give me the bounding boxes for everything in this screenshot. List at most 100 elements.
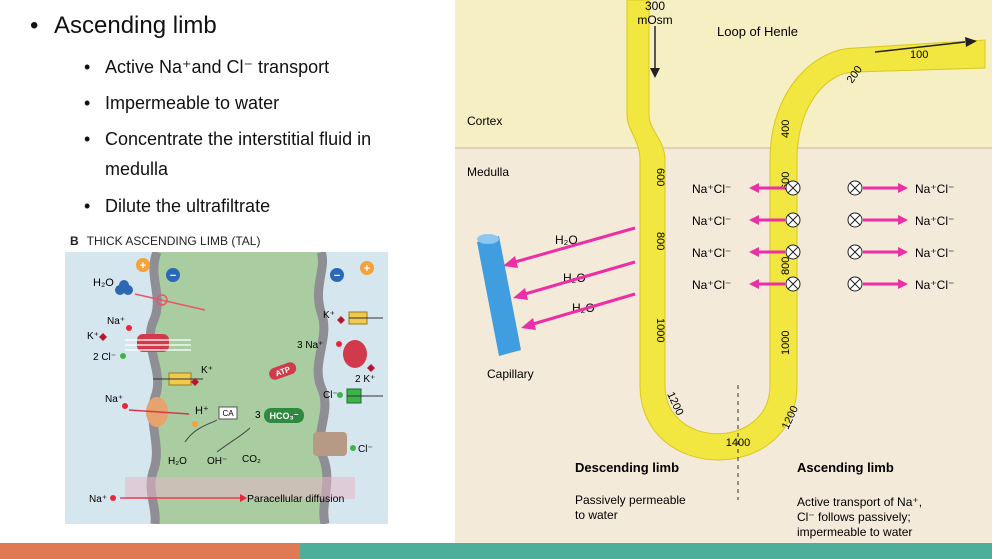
arrow-head: [898, 279, 908, 289]
osm-unit: mOsm: [637, 13, 672, 27]
na-k-atpase-icon: [343, 340, 367, 368]
atp-icon: ATP: [269, 362, 297, 380]
tal-cell-body: [150, 252, 327, 524]
nacl-outer-label: Na⁺Cl⁻: [915, 214, 954, 228]
arrow-head: [503, 256, 518, 268]
cl-ion-icon: [350, 445, 356, 451]
arrow-head: [898, 247, 908, 257]
water-arrow: [514, 226, 636, 264]
loop-svg: 300 mOsm Loop of Henle Cortex Medulla 60…: [455, 0, 992, 552]
cl-ion-icon: [120, 353, 126, 359]
capillary-vessel: [477, 236, 521, 356]
basolateral-membrane: [313, 252, 332, 524]
ca-reaction-arrow: [184, 419, 218, 443]
two-cl-label: 2 Cl⁻: [93, 352, 116, 363]
arrow-head: [749, 247, 759, 257]
water-label: H₂O: [555, 233, 578, 247]
two-k-label: 2 K⁺: [355, 374, 375, 385]
pump-cross: [849, 214, 861, 226]
bullet-text: Active Na⁺and Cl⁻ transport: [105, 57, 330, 77]
water-molecule-icon: [119, 280, 129, 290]
tal-title-text: THICK ASCENDING LIMB (TAL): [86, 234, 261, 248]
blocked-icon: [156, 294, 168, 306]
nkcc2-transporter-icon: [137, 334, 169, 352]
desc-value: 600: [654, 168, 666, 186]
desc-text-line: to water: [575, 508, 618, 522]
na-ion-icon: [126, 325, 132, 331]
arrow-head: [513, 288, 528, 300]
tal-svg: + − − + H₂O Na⁺ K⁺ 2 Cl⁻ K⁺ Na⁺ H⁺: [65, 252, 388, 524]
medulla-region: [455, 148, 992, 552]
ca-reaction-arrow: [216, 427, 251, 453]
co2-label: CO₂: [242, 454, 261, 465]
paracellular-label: Paracellular diffusion: [247, 493, 344, 505]
desc-value: 800: [654, 232, 666, 250]
nacl-inner-label: Na⁺Cl⁻: [692, 182, 731, 196]
na-entry-arrow: [128, 409, 190, 415]
k-label: K⁺: [87, 331, 99, 342]
h2o-label: H₂O: [93, 277, 114, 289]
pump-cross: [787, 214, 799, 226]
tal-title: B THICK ASCENDING LIMB (TAL): [70, 234, 260, 248]
heading-text: Ascending limb: [54, 12, 217, 39]
asc-value: 400: [780, 120, 792, 138]
bullet-text: Impermeable to water: [105, 93, 280, 113]
k-ion-icon: [367, 364, 375, 372]
bullet-dot: •: [30, 12, 39, 39]
blocked-water-arrow: [134, 293, 206, 311]
asc-value: 800: [780, 257, 792, 275]
ca-enzyme-box: [218, 406, 238, 420]
asc-value: 100: [910, 49, 928, 61]
bullet-text: Dilute the ultrafiltrate: [105, 196, 271, 216]
nacl-inner-label: Na⁺Cl⁻: [692, 214, 731, 228]
loop-of-henle-diagram: 300 mOsm Loop of Henle Cortex Medulla 60…: [455, 0, 992, 552]
oh-label: OH⁻: [207, 456, 227, 467]
arrow-head: [749, 279, 759, 289]
k-apical-label: K⁺: [201, 365, 213, 376]
bar-orange-segment: [0, 543, 300, 559]
h2o-bottom-label: H₂O: [168, 456, 187, 467]
water-arrow: [532, 292, 636, 326]
minus-charge-icon: [330, 268, 344, 282]
desc-title: Descending limb: [575, 460, 679, 475]
na-ion-icon: [110, 495, 116, 501]
bullet-dot: •: [84, 129, 91, 149]
pump-cross: [849, 278, 861, 290]
cl-bottom-label: Cl⁻: [358, 444, 373, 455]
nacl-row: Na⁺Cl⁻ Na⁺Cl⁻: [692, 212, 954, 228]
minus-charge-icon: [166, 268, 180, 282]
desc-text-line: Passively permeable: [575, 493, 686, 507]
bullet-text: Concentrate the interstitial fluid in: [105, 129, 372, 149]
cl-basolateral-label: Cl⁻: [323, 390, 338, 401]
medulla-label: Medulla: [467, 165, 509, 179]
arrow-head: [749, 215, 759, 225]
water-arrow: [524, 260, 636, 296]
arrow-head: [898, 183, 908, 193]
ca-label: CA: [222, 409, 234, 418]
tal-letter: B: [70, 234, 79, 248]
pump-cross: [849, 246, 861, 258]
cl-hco3-exchanger-icon: [313, 432, 347, 456]
cortex-label: Cortex: [467, 114, 502, 128]
na-ion-icon: [122, 403, 128, 409]
nacl-row: Na⁺Cl⁻ Na⁺Cl⁻: [692, 276, 954, 292]
k-ion-icon: [337, 316, 345, 324]
asc-text-line: Active transport of Na⁺,: [797, 495, 922, 509]
plus-charge-icon: [360, 261, 374, 275]
arrow-head: [965, 37, 977, 47]
na-ion-icon: [336, 341, 342, 347]
hco3-badge: [264, 408, 304, 423]
arrow-head: [650, 68, 660, 78]
nacl-outer-label: Na⁺Cl⁻: [915, 278, 954, 292]
three-label: 3: [255, 410, 261, 421]
nacl-row: Na⁺Cl⁻ Na⁺Cl⁻: [692, 180, 954, 196]
bullet-dot: •: [84, 57, 91, 77]
arrow-head: [240, 494, 247, 502]
loop-tubule: [626, 0, 986, 461]
nacl-inner-label: Na⁺Cl⁻: [692, 278, 731, 292]
bottom-decor-bar: [0, 543, 992, 559]
desc-value: 1000: [654, 318, 666, 342]
asc-text-line: impermeable to water: [797, 525, 912, 539]
asc-text-line: Cl⁻ follows passively;: [797, 510, 911, 524]
capillary-opening: [477, 234, 499, 244]
